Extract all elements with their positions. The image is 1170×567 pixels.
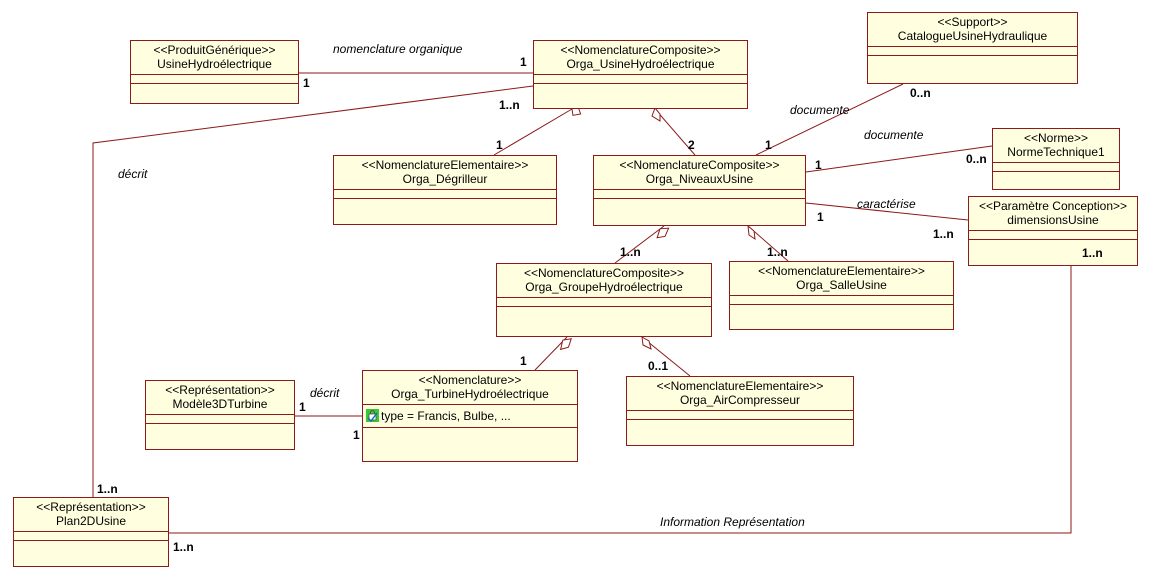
link-agg-turbine (534, 336, 568, 371)
multiplicity: 1..n (933, 227, 954, 241)
class-dimensions-usine[interactable]: <<Paramètre Conception>>dimensionsUsine (968, 196, 1138, 266)
aggregation-diamond (559, 338, 572, 351)
multiplicity: 1 (520, 55, 527, 69)
class-name: Orga_AirCompresseur (679, 393, 801, 407)
multiplicity: 1 (765, 138, 772, 152)
class-usine-hydroelectrique[interactable]: <<ProduitGénérique>>UsineHydroélectrique (130, 40, 299, 104)
stereotype: <<NomenclatureElementaire>> (361, 158, 529, 172)
class-plan-2d-usine[interactable]: <<Représentation>>Plan2DUsine (13, 497, 169, 567)
label-caracterise: caractérise (857, 197, 916, 211)
label-decrit-plan: décrit (118, 167, 148, 181)
stereotype: <<Représentation>> (36, 500, 146, 514)
link-caracterise (805, 202, 969, 221)
multiplicity: 1 (496, 138, 503, 152)
link-documente-catalogue (755, 83, 904, 156)
link-agg-salle (747, 225, 789, 262)
aggregation-diamond (651, 107, 661, 122)
multiplicity: 1 (520, 354, 527, 368)
stereotype: <<NomenclatureComposite>> (619, 158, 780, 172)
multiplicity: 1 (299, 400, 306, 414)
link-agg-niveaux (654, 108, 696, 156)
stereotype: <<ProduitGénérique>> (153, 43, 276, 57)
class-name: UsineHydroélectrique (157, 57, 272, 71)
stereotype: <<NomenclatureElementaire>> (758, 264, 925, 278)
class-name: Orga_Dégrilleur (402, 172, 488, 186)
class-name: Orga_GroupeHydroélectrique (525, 280, 683, 294)
class-norme-technique[interactable]: <<Norme>>NormeTechnique1 (992, 128, 1120, 190)
stereotype: <<Support>> (937, 15, 1008, 29)
class-orga-turbine-hydroelectrique[interactable]: <<Nomenclature>>Orga_TurbineHydroélectri… (362, 370, 578, 462)
stereotype: <<Paramètre Conception>> (978, 199, 1128, 213)
class-orga-groupe-hydroelectrique[interactable]: <<NomenclatureComposite>>Orga_GroupeHydr… (496, 263, 712, 337)
stereotype: <<NomenclatureComposite>> (560, 43, 721, 57)
multiplicity: 1..n (620, 245, 641, 259)
stereotype: <<Nomenclature>> (418, 373, 522, 387)
class-orga-niveaux-usine[interactable]: <<NomenclatureComposite>>Orga_NiveauxUsi… (593, 155, 806, 226)
class-orga-degrilleur[interactable]: <<NomenclatureElementaire>>Orga_Dégrille… (333, 155, 557, 225)
link-agg-groupe (614, 225, 665, 264)
attribute-type[interactable]: type = Francis, Bulbe, ... (363, 405, 577, 428)
class-orga-salle-usine[interactable]: <<NomenclatureElementaire>>Orga_SalleUsi… (729, 261, 954, 330)
class-name: dimensionsUsine (1007, 213, 1099, 227)
multiplicity: 1 (817, 210, 824, 224)
class-name: NormeTechnique1 (1007, 145, 1105, 159)
link-decrit-plan2d (92, 85, 534, 497)
multiplicity: 2 (688, 138, 695, 152)
link-information-representation (169, 266, 1072, 534)
class-name: Plan2DUsine (55, 514, 127, 528)
class-catalogue-usine-hydraulique[interactable]: <<Support>>CatalogueUsineHydraulique (867, 12, 1078, 84)
class-name: Orga_NiveauxUsine (645, 172, 754, 186)
multiplicity: 1..n (97, 482, 118, 496)
class-name: Orga_UsineHydroélectrique (566, 57, 715, 71)
multiplicity: 1..n (767, 245, 788, 259)
class-name: CatalogueUsineHydraulique (897, 29, 1048, 43)
multiplicity: 1 (815, 158, 822, 172)
aggregation-diamond (641, 336, 652, 350)
aggregation-diamond (656, 227, 670, 239)
class-orga-usine-hydroelectrique[interactable]: <<NomenclatureComposite>>Orga_UsineHydro… (533, 40, 748, 109)
multiplicity: 1 (303, 76, 310, 90)
multiplicity: 0..n (910, 86, 931, 100)
label-documente-norme: documente (864, 128, 924, 142)
multiplicity: 0..1 (648, 359, 669, 373)
stereotype: <<NomenclatureElementaire>> (656, 379, 824, 393)
multiplicity: 1..n (499, 98, 520, 112)
multiplicity: 1..n (173, 540, 194, 554)
link-documente-norme (805, 145, 993, 173)
class-name: Orga_TurbineHydroélectrique (391, 387, 549, 401)
protected-attribute-icon (366, 409, 379, 422)
aggregation-diamond (747, 224, 756, 241)
class-modele-3d-turbine[interactable]: <<Représentation>>Modèle3DTurbine (145, 380, 295, 450)
multiplicity: 0..n (966, 152, 987, 166)
class-name: Modèle3DTurbine (172, 397, 268, 411)
link-agg-degrilleur (493, 108, 573, 156)
label-decrit-turbine: décrit (310, 386, 340, 400)
stereotype: <<NomenclatureComposite>> (523, 266, 685, 280)
multiplicity: 1 (353, 428, 360, 442)
stereotype: <<Norme>> (1023, 131, 1089, 145)
label-information-representation: Information Représentation (660, 515, 805, 529)
label-nomenclature-organique: nomenclature organique (333, 42, 463, 56)
class-name: Orga_SalleUsine (796, 278, 887, 292)
class-orga-air-compresseur[interactable]: <<NomenclatureElementaire>>Orga_AirCompr… (626, 376, 854, 446)
multiplicity: 1..n (1082, 246, 1103, 260)
stereotype: <<Représentation>> (165, 383, 275, 397)
label-documente-catalogue: documente (790, 103, 850, 117)
attribute-text: type = Francis, Bulbe, ... (381, 409, 511, 423)
